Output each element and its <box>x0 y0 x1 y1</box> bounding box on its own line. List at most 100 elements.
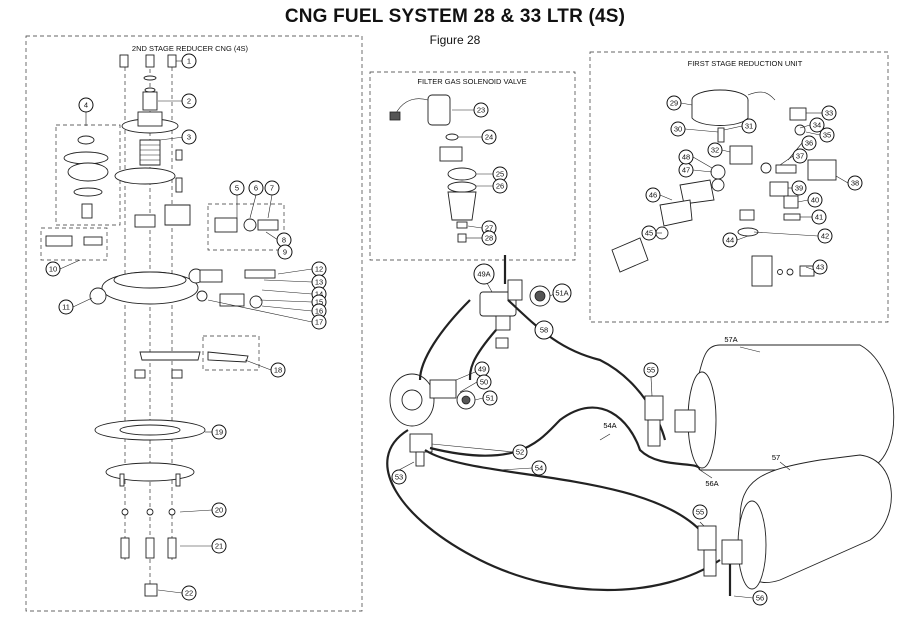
callout-54: 54 <box>531 460 547 476</box>
callout-56: 56 <box>752 590 768 606</box>
svg-text:35: 35 <box>823 131 831 140</box>
callout-17: 17 <box>311 314 327 330</box>
svg-text:16: 16 <box>315 307 323 316</box>
callout-40: 40 <box>807 192 823 208</box>
callout-18: 18 <box>270 362 286 378</box>
filter-valve-box <box>369 71 576 261</box>
callout-10: 10 <box>45 261 61 277</box>
callout-4: 4 <box>78 97 94 113</box>
svg-text:2: 2 <box>187 97 191 106</box>
callout-47: 47 <box>678 162 694 178</box>
callout-31: 31 <box>741 118 757 134</box>
svg-text:5: 5 <box>235 184 239 193</box>
svg-text:58: 58 <box>540 326 548 335</box>
svg-text:30: 30 <box>674 125 682 134</box>
svg-text:18: 18 <box>274 366 282 375</box>
first-stage-box <box>589 51 889 323</box>
svg-text:26: 26 <box>496 182 504 191</box>
svg-text:40: 40 <box>811 196 819 205</box>
second-stage-parts <box>45 54 279 597</box>
svg-text:14: 14 <box>315 290 323 299</box>
callout-58: 58 <box>534 320 554 340</box>
svg-text:53: 53 <box>395 473 403 482</box>
svg-text:4: 4 <box>84 101 88 110</box>
system-assembly <box>386 255 895 596</box>
svg-text:51A: 51A <box>555 289 568 298</box>
callout-44: 44 <box>722 232 738 248</box>
svg-text:10: 10 <box>49 265 57 274</box>
callout-52: 52 <box>512 444 528 460</box>
svg-text:3: 3 <box>187 133 191 142</box>
callout-48: 48 <box>678 149 694 165</box>
svg-text:55: 55 <box>647 366 655 375</box>
callout-51: 51 <box>482 390 498 406</box>
svg-text:11: 11 <box>62 303 70 312</box>
svg-text:27: 27 <box>485 224 493 233</box>
svg-text:1: 1 <box>187 57 191 66</box>
callout-21: 21 <box>211 538 227 554</box>
svg-text:19: 19 <box>215 428 223 437</box>
svg-text:12: 12 <box>315 265 323 274</box>
callout-1: 1 <box>181 53 197 69</box>
first-stage-box-label: FIRST STAGE REDUCTION UNIT <box>687 59 803 68</box>
svg-text:49A: 49A <box>477 270 490 279</box>
page-title: CNG FUEL SYSTEM 28 & 33 LTR (4S) <box>284 6 626 27</box>
svg-text:51: 51 <box>486 394 494 403</box>
svg-text:46: 46 <box>649 191 657 200</box>
callout-12: 12 <box>311 261 327 277</box>
svg-text:25: 25 <box>496 170 504 179</box>
callout-33: 33 <box>821 105 837 121</box>
callout-45: 45 <box>641 225 657 241</box>
svg-text:37: 37 <box>796 152 804 161</box>
callout-2: 2 <box>181 93 197 109</box>
svg-text:29: 29 <box>670 99 678 108</box>
svg-text:47: 47 <box>682 166 690 175</box>
callout-57: 57 <box>772 453 780 462</box>
callout-46: 46 <box>645 187 661 203</box>
fitting-subgroup-box <box>207 203 285 251</box>
svg-text:34: 34 <box>813 121 821 130</box>
callout-53: 53 <box>391 469 407 485</box>
callout-32: 32 <box>707 142 723 158</box>
svg-text:42: 42 <box>821 232 829 241</box>
callout-34: 34 <box>809 117 825 133</box>
callout-37: 37 <box>792 148 808 164</box>
svg-text:28: 28 <box>485 234 493 243</box>
svg-text:43: 43 <box>816 263 824 272</box>
callout-30: 30 <box>670 121 686 137</box>
callout-49A: 49A <box>473 263 495 285</box>
svg-text:44: 44 <box>726 236 734 245</box>
callout-3: 3 <box>181 129 197 145</box>
callout-56A: 56A <box>705 479 718 488</box>
filter-valve-parts <box>389 94 477 243</box>
lever-subgroup-box <box>202 335 260 371</box>
svg-text:32: 32 <box>711 146 719 155</box>
callout-38: 38 <box>847 175 863 191</box>
figure-label: Figure 28 <box>429 33 481 47</box>
callout-35: 35 <box>819 127 835 143</box>
callout-5: 5 <box>229 180 245 196</box>
callout-39: 39 <box>791 180 807 196</box>
second-stage-box <box>25 35 363 612</box>
svg-text:38: 38 <box>851 179 859 188</box>
svg-text:36: 36 <box>805 139 813 148</box>
callout-11: 11 <box>58 299 74 315</box>
callout-23: 23 <box>473 102 489 118</box>
callout-24: 24 <box>481 129 497 145</box>
callout-41: 41 <box>811 209 827 225</box>
callout-26: 26 <box>492 178 508 194</box>
svg-text:48: 48 <box>682 153 690 162</box>
callout-51A: 51A <box>552 283 572 303</box>
svg-text:8: 8 <box>282 236 286 245</box>
svg-text:7: 7 <box>270 184 274 193</box>
callout-20: 20 <box>211 502 227 518</box>
svg-text:21: 21 <box>215 542 223 551</box>
svg-text:22: 22 <box>185 589 193 598</box>
svg-text:39: 39 <box>795 184 803 193</box>
callout-29: 29 <box>666 95 682 111</box>
first-stage-parts <box>611 89 837 287</box>
callout-55-upper: 55 <box>643 362 659 378</box>
leader-lines <box>59 60 849 599</box>
svg-text:49: 49 <box>478 365 486 374</box>
